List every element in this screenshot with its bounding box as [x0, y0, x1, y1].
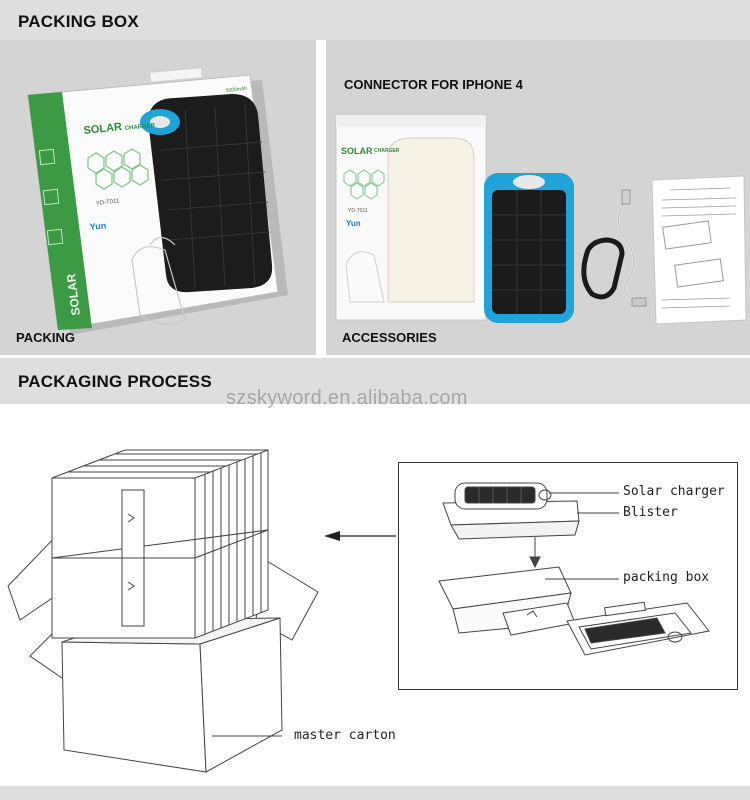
box-brand-sub-text: CHARGER — [125, 123, 156, 132]
watermark: szskyword.en.alibaba.com — [226, 387, 468, 409]
box-logo-text: Yun — [89, 220, 106, 232]
label-solar-charger: Solar charger — [623, 484, 725, 499]
accessories-box-brand-sub-text: CHARGER — [374, 148, 400, 154]
section-header-packing-box: PACKING BOX — [0, 0, 750, 40]
master-carton-diagram — [7, 449, 319, 773]
panel-label-accessories: ACCESSORIES — [342, 330, 437, 345]
accessories-box-model-text: YD-T011 — [348, 208, 368, 214]
box-side-text: SOLAR — [64, 273, 83, 317]
process-arrow-icon — [324, 531, 396, 541]
accessories-box-brand-text: SOLAR — [341, 146, 373, 156]
label-master-carton: master carton — [294, 728, 396, 743]
packing-box-illustration: SOLAR CHARGER YD-T011 Yun 5000mAh SOLAR — [27, 67, 288, 335]
bottom-band — [0, 786, 750, 800]
panel-label-packing: PACKING — [16, 330, 75, 345]
section-header-packaging-process: PACKAGING PROCESS — [0, 358, 750, 404]
section-title: PACKING BOX — [18, 12, 139, 31]
box-capacity-text: 5000mAh — [226, 86, 248, 94]
label-blister: Blister — [623, 505, 678, 520]
accessories-caption: CONNECTOR FOR IPHONE 4 — [344, 77, 523, 92]
box-model-text: YD-T011 — [96, 198, 121, 206]
detail-diagram — [438, 482, 710, 656]
section-title: PACKAGING PROCESS — [18, 372, 212, 391]
detail-diagram-frame: Solar charger Blister packing box — [398, 462, 738, 690]
accessories-illustration: SOLAR CHARGER YD-T011 Yun — [335, 114, 747, 325]
photo-panel-accessories: SOLAR CHARGER YD-T011 Yun — [326, 40, 750, 355]
label-packing-box: packing box — [623, 570, 710, 585]
accessories-box-logo-text: Yun — [346, 219, 361, 228]
box-brand-text: SOLAR — [83, 121, 123, 137]
photo-panel-packing: SOLAR CHARGER YD-T011 Yun 5000mAh SOLAR … — [0, 40, 316, 355]
